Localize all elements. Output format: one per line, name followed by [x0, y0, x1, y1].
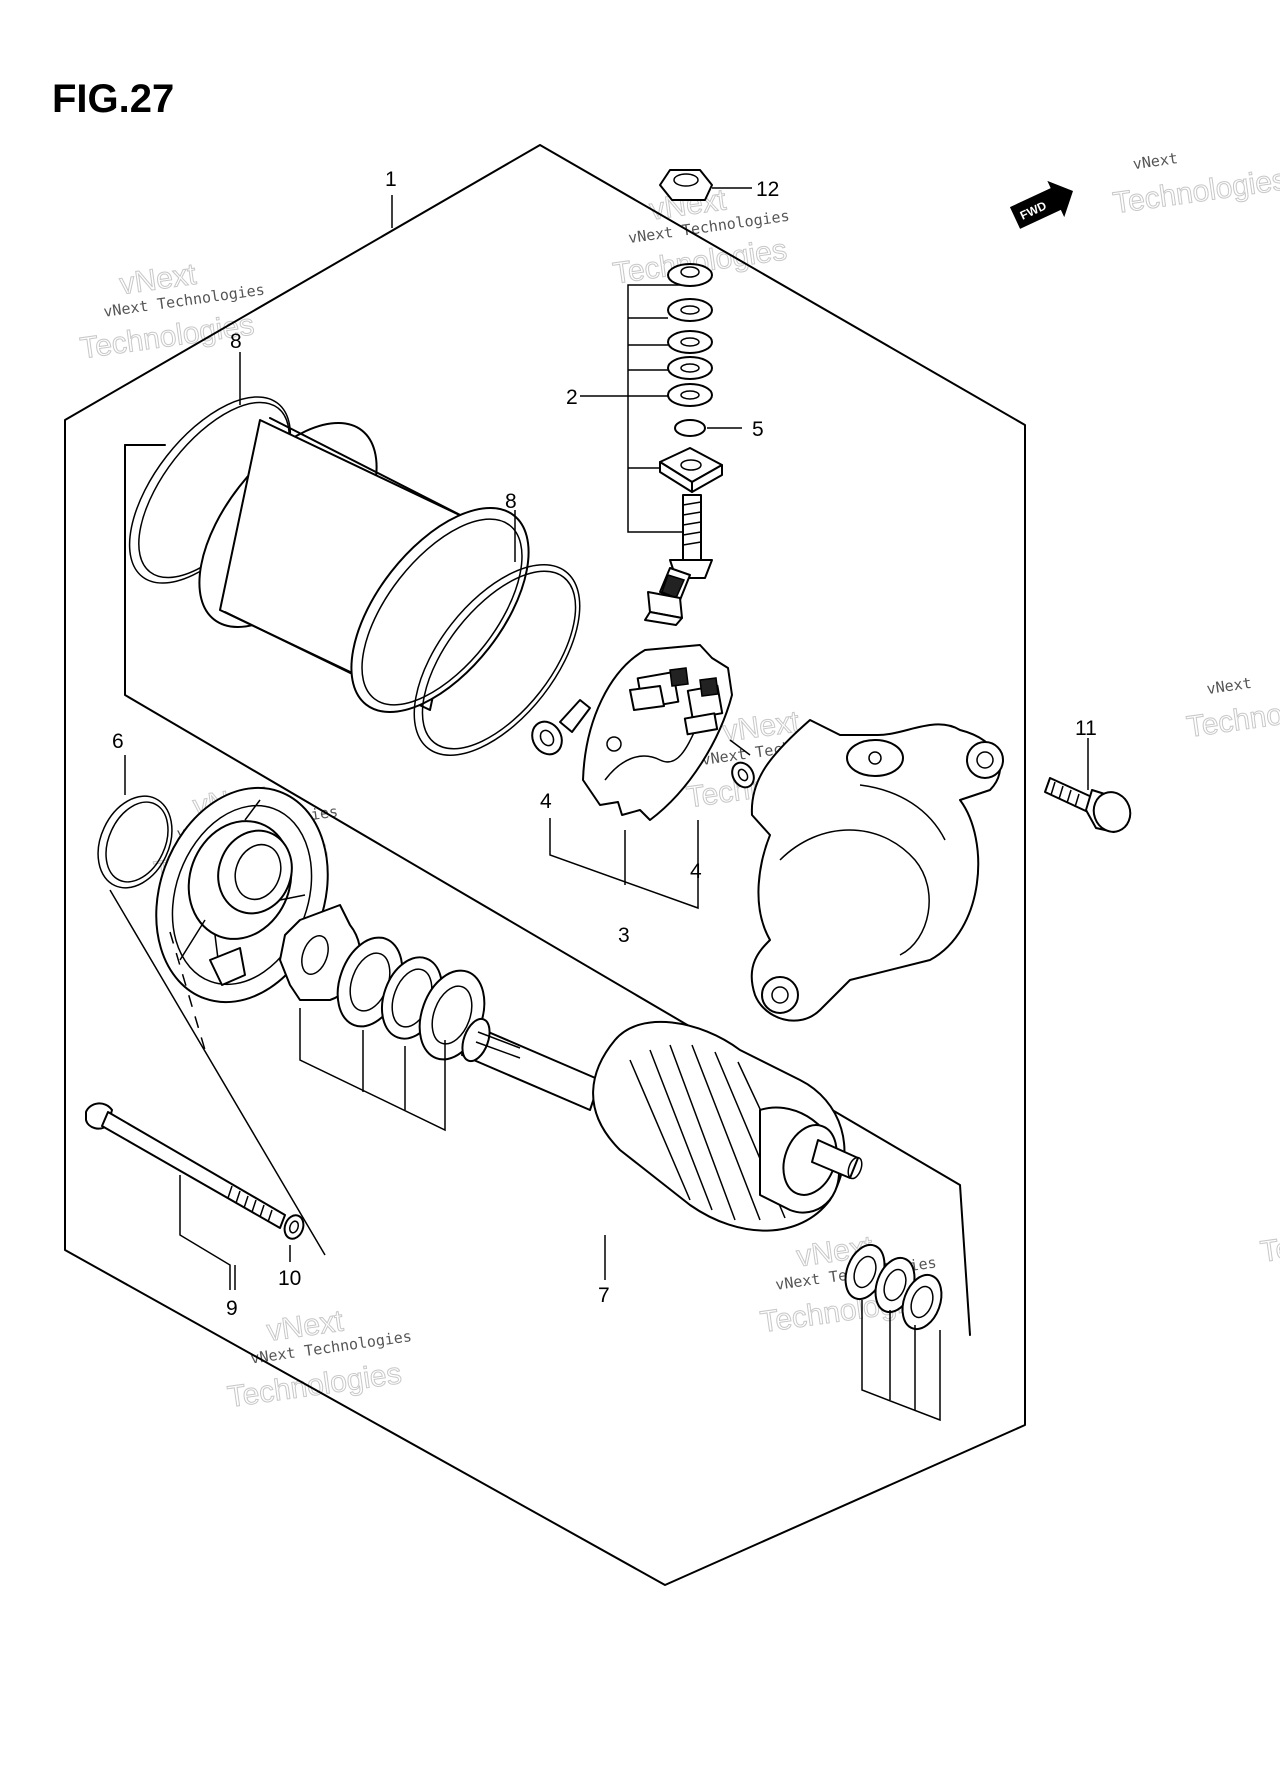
callout-6: 6: [112, 730, 124, 753]
terminal-insulator: [659, 447, 723, 493]
svg-text:Technologies: Technologies: [1258, 1212, 1280, 1269]
callout-4-left: 4: [540, 790, 552, 813]
fwd-direction-badge: FWD: [1009, 180, 1074, 229]
bracket-2: [627, 284, 683, 533]
callout-2: 2: [566, 386, 578, 409]
figure-title: FIG.27: [52, 77, 174, 121]
callout-1: 1: [385, 168, 397, 191]
front-o-ring: [97, 795, 173, 889]
callout-7: 7: [598, 1284, 610, 1307]
callout-4-right: 4: [690, 860, 702, 883]
callout-11: 11: [1075, 717, 1097, 740]
end-cover-housing: [750, 719, 1004, 1022]
through-bolt-washer: [283, 1214, 305, 1240]
svg-text:Technologies: Technologies: [1185, 687, 1280, 744]
o-ring-right: [413, 564, 581, 756]
watermark-8: Technologies vNext: [1184, 674, 1280, 745]
terminal-nut: [659, 169, 713, 201]
callout-12: 12: [756, 178, 779, 201]
callout-8-right: 8: [505, 490, 517, 513]
insulator-left: [531, 699, 591, 756]
yoke-housing: [198, 417, 530, 713]
svg-text:vNext: vNext: [1132, 149, 1179, 173]
through-bolt: [85, 1102, 286, 1229]
insulator-right: [731, 761, 755, 789]
terminal-o-ring: [674, 419, 706, 437]
rear-shims-bracket: [861, 1300, 941, 1422]
brush-holder-plate: [582, 644, 751, 821]
callout-8-left: 8: [230, 330, 242, 353]
assembly-outline: [64, 144, 1026, 1586]
bracket-3-4: [549, 818, 699, 910]
callout-3: 3: [618, 924, 630, 947]
terminal-washers: [667, 263, 713, 407]
callout-10: 10: [278, 1267, 301, 1290]
armature: [461, 1017, 863, 1232]
front-cover: [155, 786, 329, 1004]
terminal-bolt: [669, 494, 713, 579]
rear-shims: [844, 1243, 943, 1331]
callout-9: 9: [226, 1297, 238, 1320]
watermark-7: Technologies vNext: [1110, 149, 1280, 221]
watermark-5: Technologies vNext Technologies vNext: [225, 1304, 413, 1415]
svg-text:vNext: vNext: [1205, 674, 1252, 698]
bolt-bracket: [179, 1175, 231, 1290]
guide-line-cover: [109, 889, 326, 1256]
shims-bracket: [299, 1008, 446, 1132]
group-bracket-yoke: [124, 444, 971, 1336]
mounting-bolt: [1044, 777, 1132, 833]
watermark-9: Technologies vNext: [1258, 1199, 1280, 1270]
front-shims: [336, 936, 486, 1061]
callout-5: 5: [752, 418, 764, 441]
brush-lead: [644, 567, 691, 626]
